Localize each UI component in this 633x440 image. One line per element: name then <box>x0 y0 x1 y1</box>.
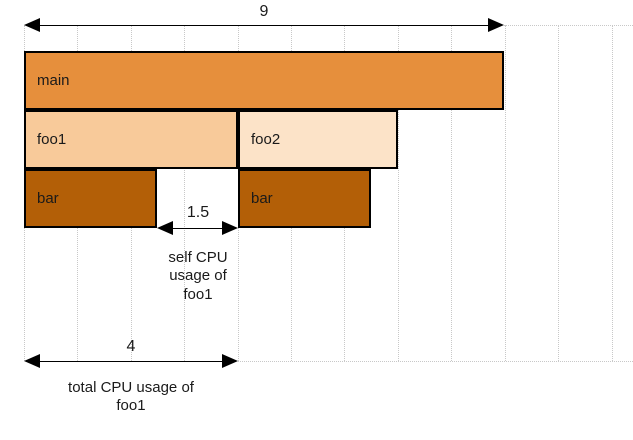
frame-foo2[interactable]: foo2 <box>238 110 398 169</box>
measure-arrow-total-foo1 <box>32 361 230 362</box>
measure-label-total-foo1: 4 <box>126 338 136 355</box>
frame-label: bar <box>251 190 273 207</box>
gridline-vertical <box>612 25 613 361</box>
arrow-head-right <box>488 18 504 32</box>
frame-bar-left[interactable]: bar <box>24 169 157 228</box>
arrow-head-left <box>157 221 173 235</box>
arrow-head-left <box>24 18 40 32</box>
arrow-head-right <box>222 354 238 368</box>
frame-label: foo2 <box>251 131 281 148</box>
frame-label: foo1 <box>37 131 67 148</box>
gridline-vertical <box>558 25 559 361</box>
frame-main[interactable]: main <box>24 51 504 110</box>
arrow-head-left <box>24 354 40 368</box>
frame-label: main <box>37 72 70 89</box>
frame-foo1[interactable]: foo1 <box>24 110 238 169</box>
gridline-horizontal-top <box>504 25 633 26</box>
caption-self-cpu-usage: self CPU usage of foo1 <box>168 249 228 303</box>
caption-total-cpu-usage: total CPU usage of foo1 <box>68 379 194 415</box>
measure-arrow-total-main <box>32 25 496 26</box>
gridline-horizontal-bottom <box>238 361 633 362</box>
gridline-vertical <box>451 25 452 361</box>
frame-bar-right[interactable]: bar <box>238 169 371 228</box>
gridline-vertical <box>398 25 399 361</box>
arrow-head-right <box>222 221 238 235</box>
measure-label-self-foo1: 1.5 <box>186 204 210 221</box>
frame-label: bar <box>37 190 59 207</box>
gridline-vertical <box>184 25 185 361</box>
measure-arrow-self-foo1 <box>165 228 230 229</box>
measure-label-total-main: 9 <box>259 3 269 20</box>
gridline-vertical <box>505 25 506 361</box>
